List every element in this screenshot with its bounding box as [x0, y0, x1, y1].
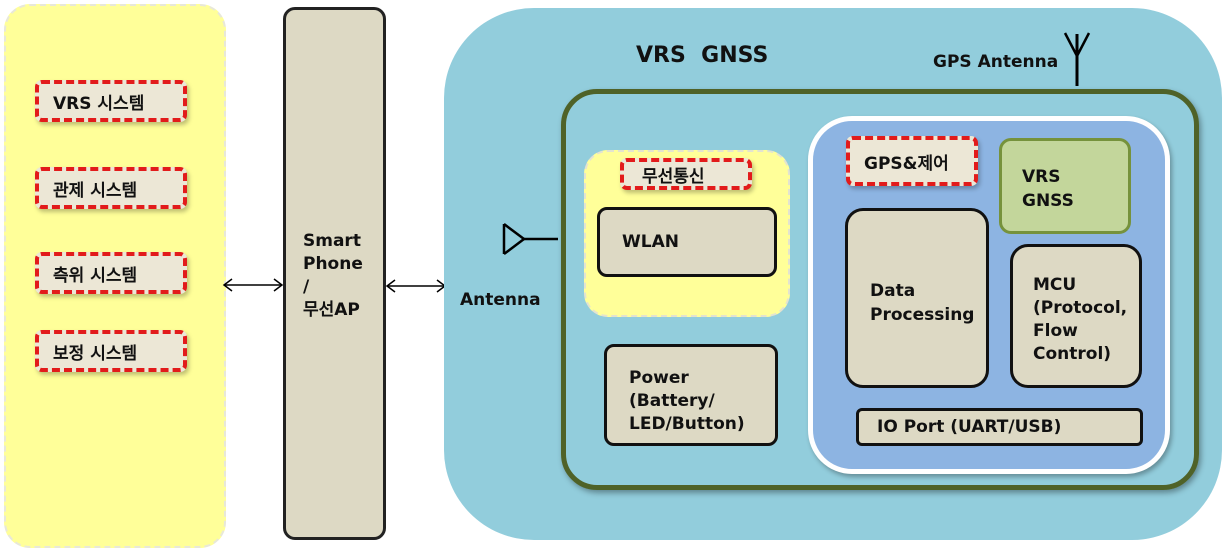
- vrs-gnss-chip-line-2: GNSS: [1022, 191, 1074, 211]
- positioning-system-box: 측위 시스템: [35, 252, 187, 294]
- phone-line-3: /: [303, 277, 310, 297]
- mcu-line-1: MCU: [1033, 275, 1077, 295]
- vrs-gnss-title: VRS GNSS: [636, 43, 769, 68]
- phone-module-arrow: [385, 279, 447, 293]
- vrs-system-label: VRS 시스템: [53, 93, 145, 114]
- gps-control-label: GPS&제어: [864, 153, 949, 174]
- data-processing-line-1: Data: [870, 281, 916, 301]
- mcu-line-3: Flow: [1033, 321, 1078, 341]
- wireless-comm-tag: 무선통신: [620, 158, 752, 190]
- control-system-label: 관제 시스템: [53, 180, 138, 201]
- gps-antenna-label: GPS Antenna: [933, 52, 1059, 72]
- phone-line-1: Smart: [303, 231, 361, 251]
- vrs-gnss-chip-box: VRS GNSS: [999, 138, 1131, 234]
- mcu-box: MCU (Protocol, Flow Control): [1010, 244, 1142, 388]
- control-system-box: 관제 시스템: [35, 167, 187, 209]
- wireless-comm-label: 무선통신: [642, 166, 705, 187]
- systems-phone-arrow: [222, 278, 284, 292]
- positioning-system-label: 측위 시스템: [53, 265, 138, 286]
- phone-line-4: 무선AP: [303, 300, 360, 320]
- mcu-line-2: (Protocol,: [1033, 298, 1128, 318]
- wlan-box: WLAN: [597, 207, 777, 277]
- smartphone-ap-label: Smart Phone / 무선AP: [303, 230, 383, 322]
- io-port-label: IO Port (UART/USB): [877, 417, 1062, 437]
- vrs-system-box: VRS 시스템: [35, 80, 187, 122]
- correction-system-label: 보정 시스템: [53, 343, 138, 364]
- correction-system-box: 보정 시스템: [35, 330, 187, 372]
- smartphone-ap-column: [283, 7, 386, 540]
- power-line-1: Power: [629, 368, 689, 388]
- power-line-2: (Battery/: [629, 391, 715, 411]
- io-port-box: IO Port (UART/USB): [856, 408, 1143, 446]
- antenna-icon: [502, 223, 558, 255]
- module-board: [561, 89, 1199, 490]
- data-processing-line-2: Processing: [870, 305, 975, 325]
- gps-control-tag: GPS&제어: [846, 136, 978, 186]
- mcu-line-4: Control): [1033, 344, 1112, 364]
- antenna-label: Antenna: [460, 290, 541, 310]
- data-processing-box: Data Processing: [845, 208, 989, 388]
- gps-antenna-icon: [1063, 32, 1091, 86]
- power-box: Power (Battery/ LED/Button): [604, 344, 778, 446]
- vrs-gnss-chip-line-1: VRS: [1022, 167, 1061, 187]
- power-line-3: LED/Button): [629, 414, 745, 434]
- wlan-label: WLAN: [622, 232, 679, 252]
- phone-line-2: Phone: [303, 254, 363, 274]
